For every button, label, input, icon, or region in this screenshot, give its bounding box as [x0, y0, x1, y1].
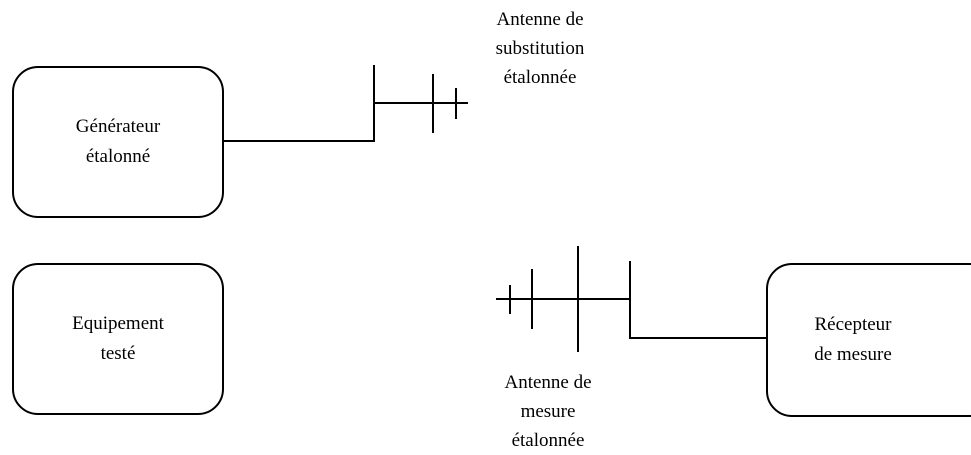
generator-cable [222, 102, 468, 142]
receiver-cable [496, 298, 768, 339]
receiver-label: Récepteur de mesure [814, 314, 892, 365]
measurement-antenna-caption: Antenne de mesure étalonnée [504, 372, 592, 451]
substitution-antenna-caption: Antenne de substitution étalonnée [495, 9, 585, 88]
generator-box: Générateur étalonné [12, 66, 224, 218]
receiver-box: Récepteur de mesure [766, 263, 971, 417]
equipment-box: Equipement testé [12, 263, 224, 415]
generator-label: Générateur étalonné [75, 116, 161, 167]
equipment-label: Equipement testé [72, 313, 164, 364]
